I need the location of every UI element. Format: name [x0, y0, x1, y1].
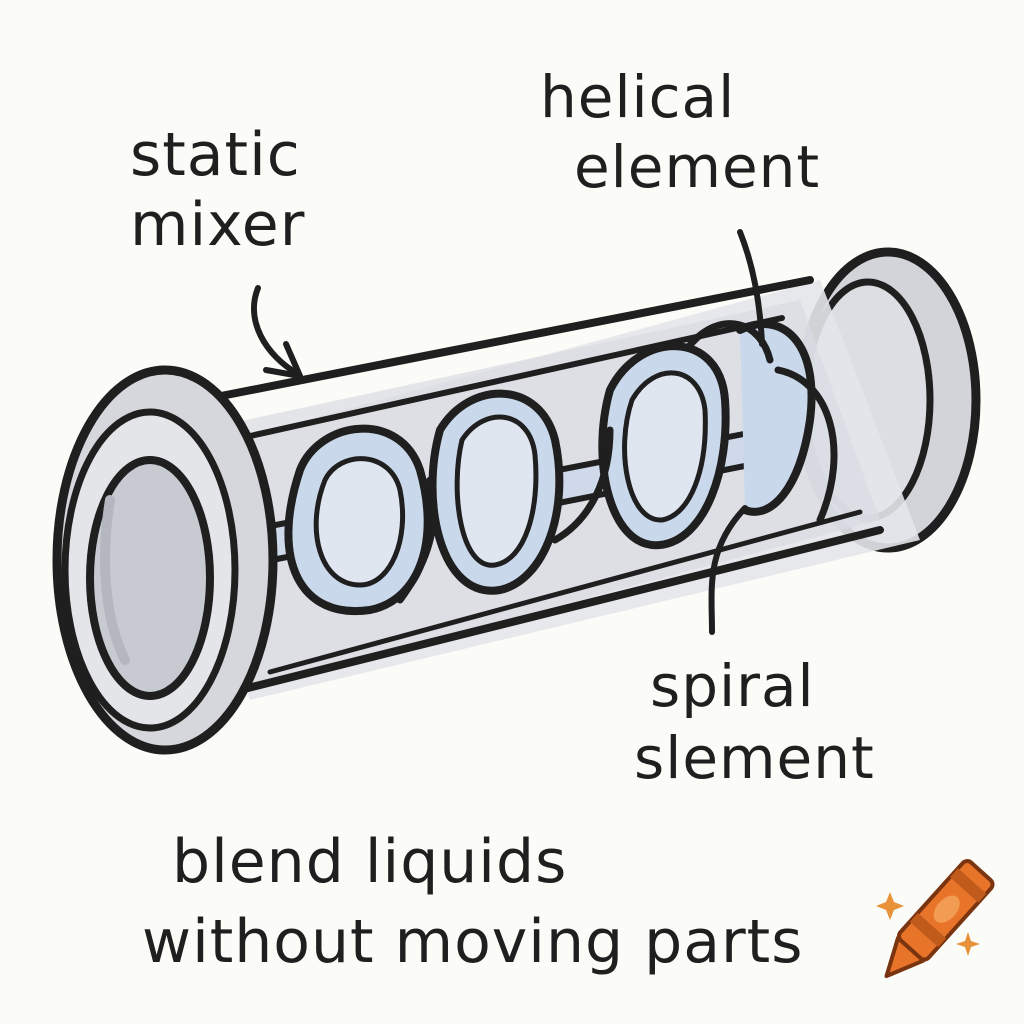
helical-element-label: helical element [540, 62, 820, 202]
helical-element-label-line2: element [574, 133, 821, 201]
spiral-element-label-line1: spiral [650, 652, 815, 720]
crayon-icon [884, 859, 995, 979]
helical-element-pointer [737, 229, 765, 347]
helical-element [284, 320, 838, 616]
helical-element-label-line1: helical [540, 63, 736, 131]
caption-line2: without moving parts [142, 907, 804, 977]
static-mixer-label-line1: static [130, 120, 301, 190]
static-mixer-arrow [251, 285, 303, 379]
caption-line1: blend liquids [172, 827, 568, 897]
caption: blend liquids without moving parts [0, 822, 1024, 982]
sparkle-icon [876, 892, 980, 956]
spiral-element-label-line2: slement [634, 724, 875, 792]
static-mixer-label: static mixer [130, 120, 305, 260]
spiral-element-label: spiral slement [634, 650, 875, 794]
spiral-element-pointer [708, 505, 748, 635]
left-end-cap [52, 365, 278, 755]
static-mixer-label-line2: mixer [130, 190, 306, 260]
